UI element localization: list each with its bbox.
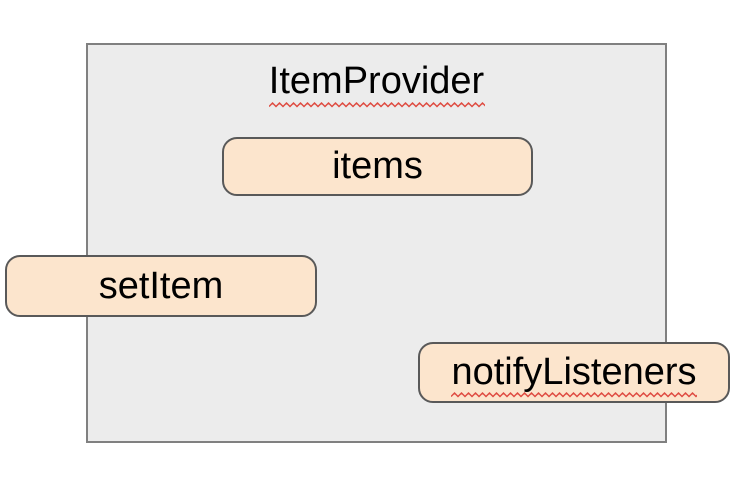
container-title-text: ItemProvider <box>268 58 485 108</box>
node-setitem-label: setItem <box>98 264 224 307</box>
spellcheck-squiggle <box>451 391 698 398</box>
node-notifylisteners[interactable]: notifyListeners <box>418 342 730 403</box>
spellcheck-squiggle <box>268 101 485 108</box>
node-setitem[interactable]: setItem <box>5 255 317 317</box>
node-notifylisteners-label: notifyListeners <box>451 351 698 398</box>
itemprovider-container-shape[interactable]: ItemProvider <box>86 43 667 443</box>
node-items-label: items <box>332 145 423 187</box>
node-items[interactable]: items <box>222 137 533 196</box>
container-title: ItemProvider <box>88 58 665 108</box>
